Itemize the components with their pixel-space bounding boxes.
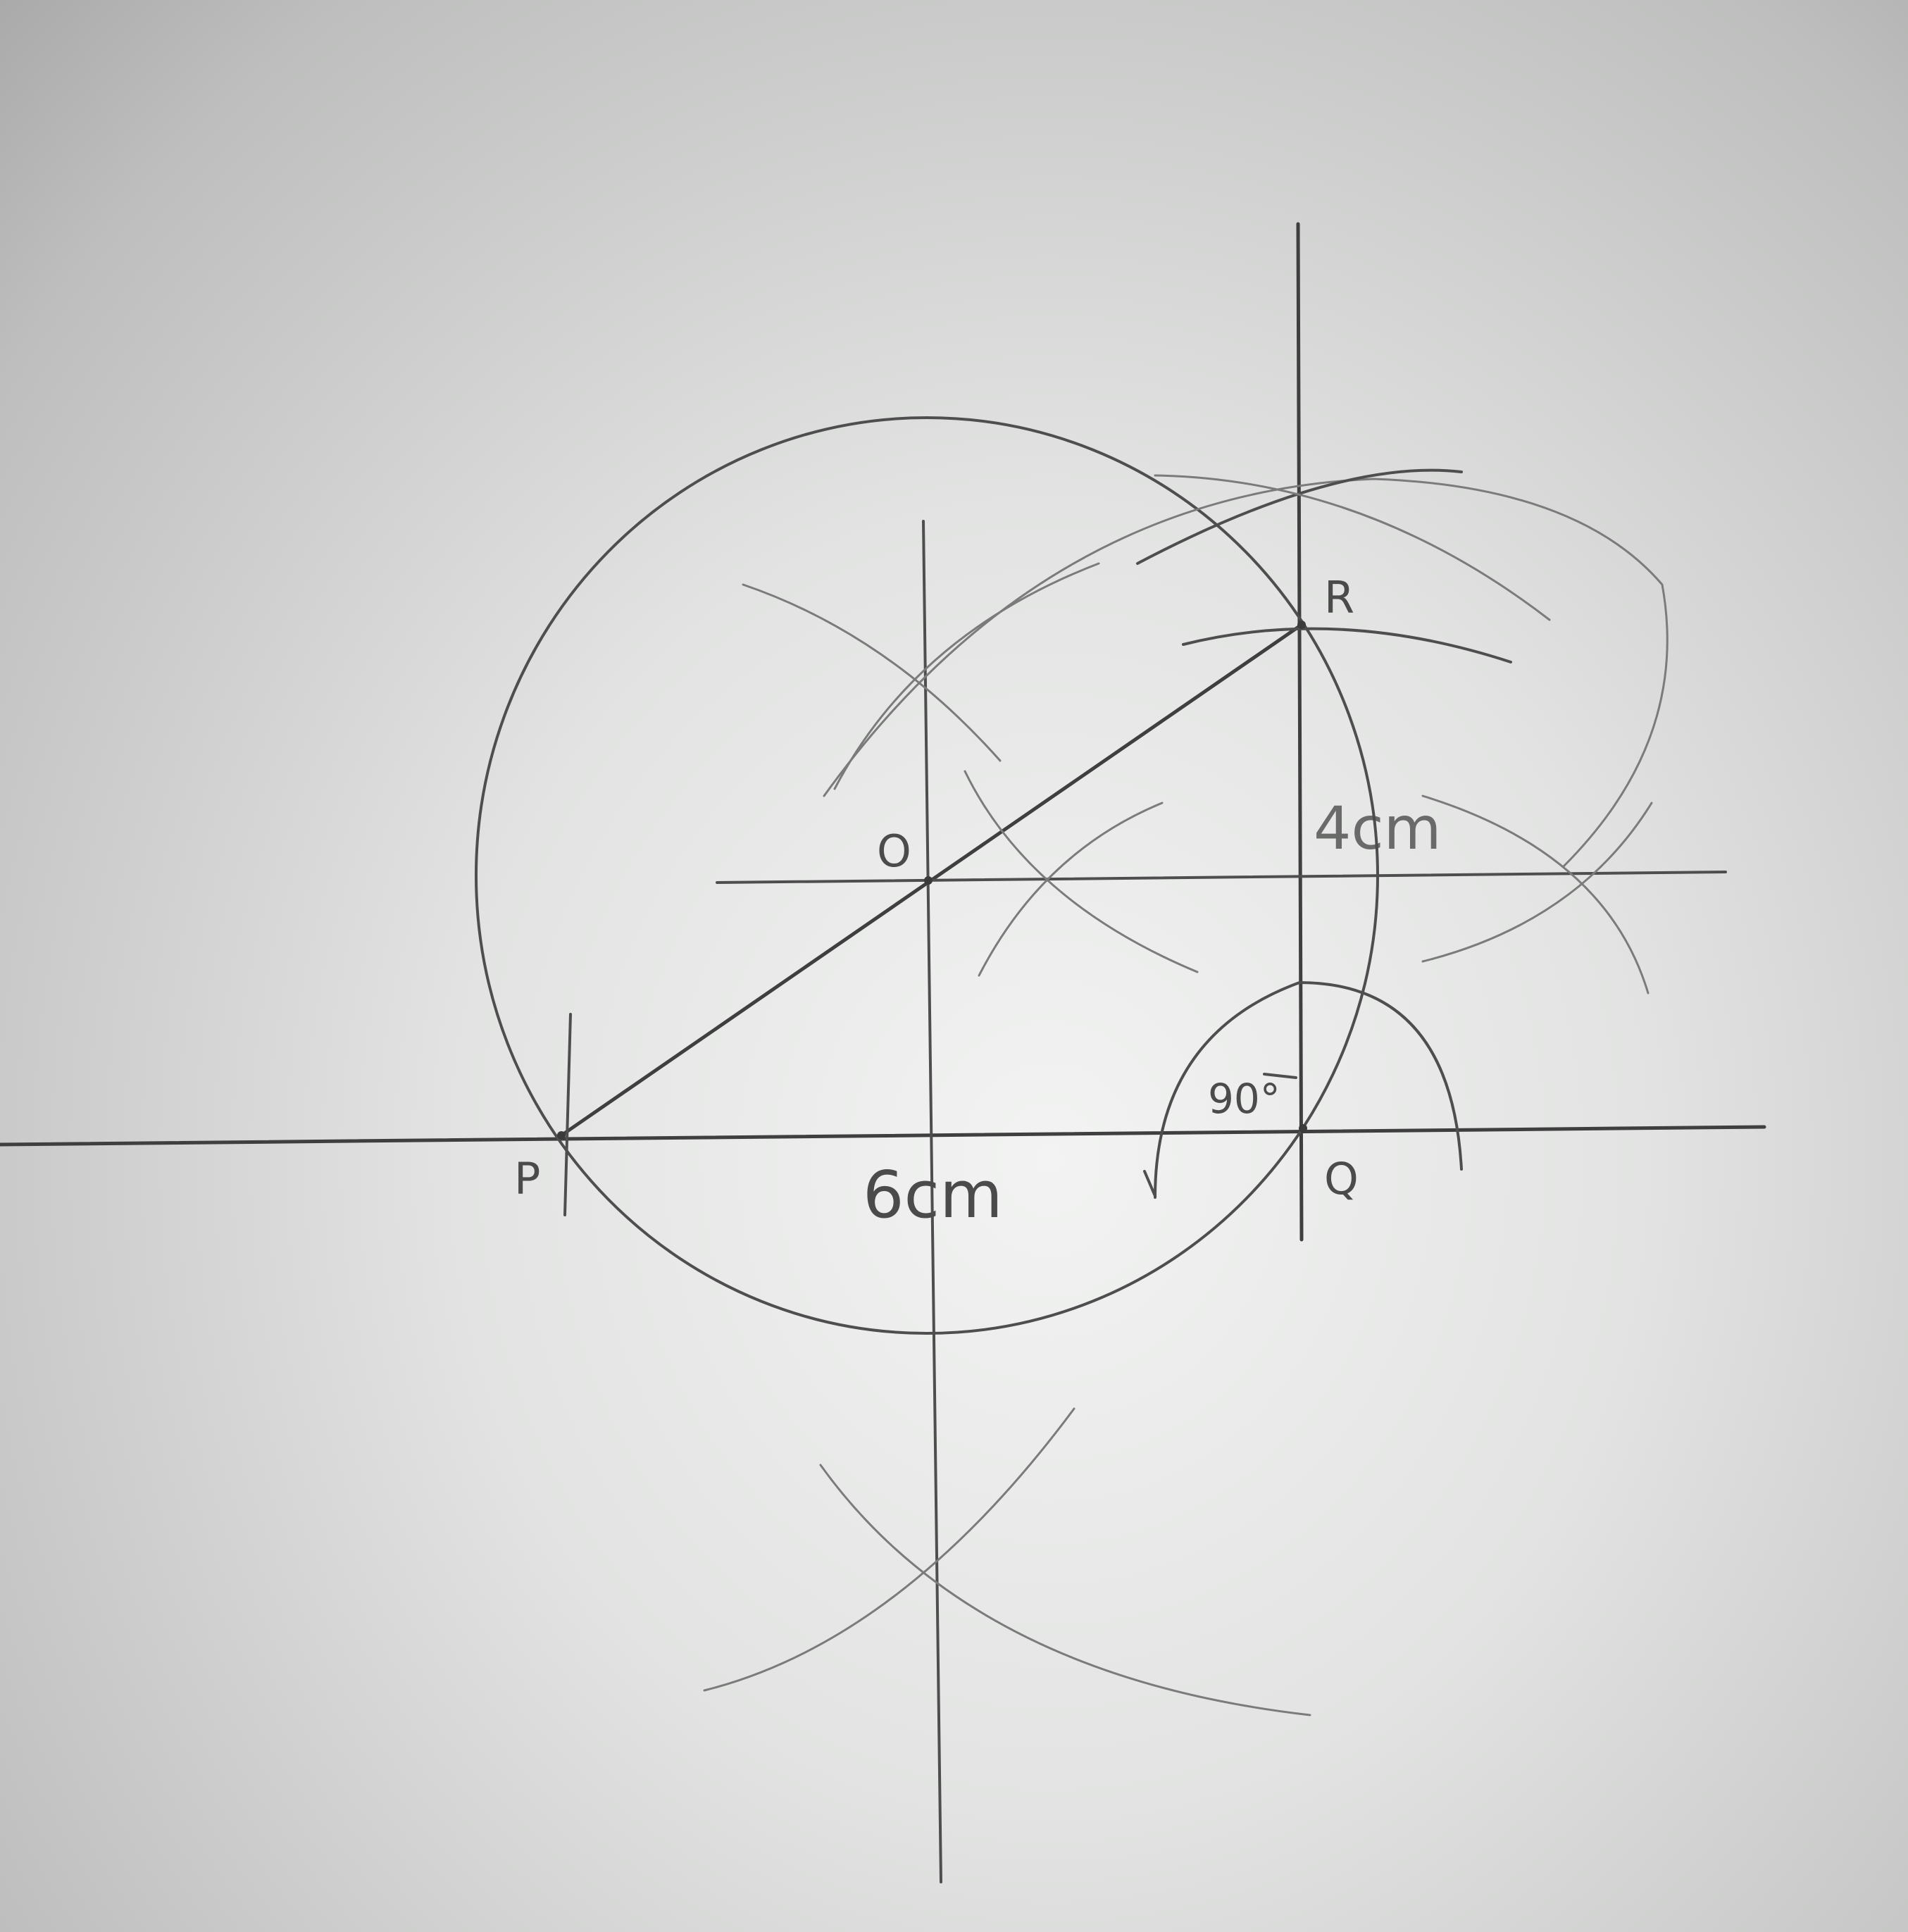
label-r: R — [1324, 572, 1354, 623]
bisector-of-pq — [922, 520, 942, 1883]
arc-qr-left-lower — [978, 802, 1164, 977]
label-qr-length: 4cm — [1314, 794, 1441, 863]
arc-r-lower — [1182, 627, 1512, 663]
point-o — [924, 876, 933, 885]
label-q: Q — [1324, 1153, 1359, 1204]
arc-bisector-top-right — [833, 562, 1100, 790]
tick-arc-left — [1143, 1170, 1156, 1197]
arc-bisector-bottom-right — [819, 1464, 1311, 1716]
arc-bisector-bottom-left — [703, 1407, 1075, 1692]
arc-qr-right-upper — [1421, 802, 1653, 963]
tick-at-p — [563, 1013, 572, 1216]
perpendicular-at-q — [1296, 222, 1304, 1242]
point-p — [557, 1131, 566, 1140]
baseline-pq — [0, 1125, 1766, 1147]
point-r — [1297, 621, 1306, 629]
point-q — [1299, 1124, 1307, 1133]
label-angle-q: 90° — [1208, 1075, 1280, 1123]
bisector-of-qr — [716, 871, 1727, 884]
circumcircle — [475, 416, 1379, 1335]
arc-qr-right-lower — [1421, 794, 1650, 995]
arc-r-wide — [1154, 474, 1551, 621]
arc-r-upper — [1136, 468, 1463, 565]
arc-right-angle-at-q — [1154, 980, 1463, 1199]
tick-arc-upper — [1263, 1073, 1297, 1079]
label-o: O — [877, 825, 911, 877]
arc-bisector-top-left — [742, 583, 1002, 762]
arc-radius-from-p — [823, 478, 1669, 868]
label-p: P — [514, 1153, 540, 1204]
arc-qr-left-upper — [964, 770, 1199, 973]
label-pq-length: 6cm — [863, 1157, 1003, 1233]
